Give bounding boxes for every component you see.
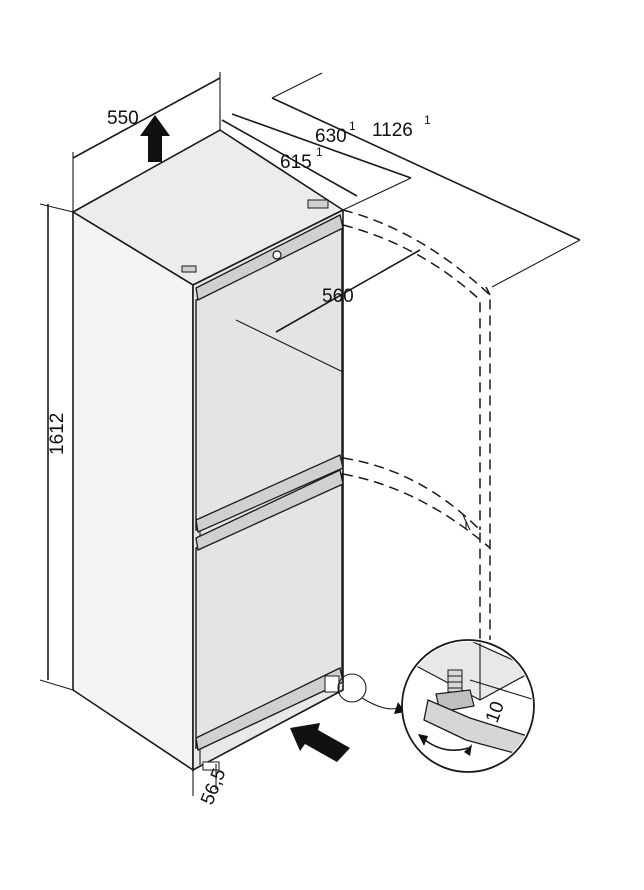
door-width-label: 560 — [322, 286, 354, 307]
fridge-side — [72, 210, 194, 772]
depth-open-label: 630 — [315, 126, 347, 147]
depth-total-label: 1126 — [372, 120, 413, 141]
width-label: 550 — [107, 108, 139, 129]
top-handle — [195, 214, 344, 301]
rotate-arrow-icon — [418, 734, 472, 756]
up-arrow-icon — [140, 115, 170, 162]
dimension-lines — [39, 72, 581, 796]
open-door-outline — [342, 209, 491, 640]
middle-handle-lower — [195, 469, 344, 551]
airflow-arrow-icon — [290, 723, 350, 762]
middle-handle-upper — [195, 454, 344, 533]
dimension-labels: 550 630 1 1126 1 615 1 560 1612 56,5 — [47, 108, 431, 808]
foot-offset-label: 56,5 — [197, 766, 230, 808]
foot-detail: 10 — [337, 639, 535, 773]
wrench-icon — [423, 699, 532, 761]
depth-total-sup: 1 — [424, 113, 431, 127]
depth-open-sup: 1 — [349, 119, 356, 133]
height-label: 1612 — [47, 413, 68, 455]
depth-sup: 1 — [316, 145, 323, 159]
bottom-handle — [195, 667, 344, 751]
depth-label: 615 — [280, 152, 312, 173]
fridge-body — [71, 129, 345, 772]
